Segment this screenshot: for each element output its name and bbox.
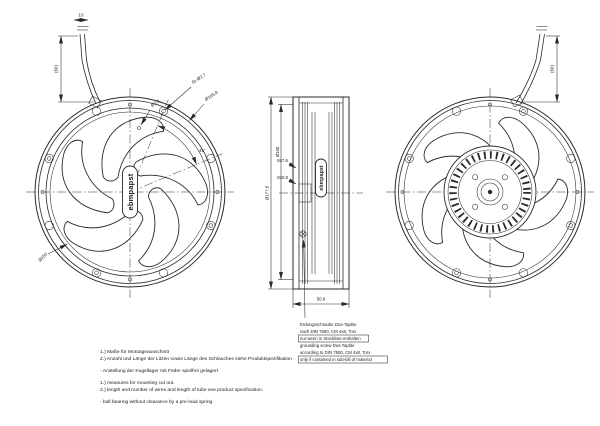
footnote-en: 1.) measures for mounting cut out.: [100, 380, 174, 386]
note-de-line: nach DIN 7500, CM 4x8, Torx: [300, 329, 357, 334]
dim-angle: 45°: [199, 148, 206, 153]
lead-wire: [84, 33, 101, 104]
cable-clamp: [510, 94, 524, 108]
fan-blade: [133, 153, 209, 206]
rear-view-dims: (60): [510, 26, 560, 108]
rear-view: (60): [386, 26, 594, 298]
dim-venturi: Ø150: [37, 251, 49, 263]
side-outline: [292, 96, 350, 290]
note-highlight-box: [298, 355, 388, 364]
footnote-de: 1.) Maße für Montageausschnitt: [100, 349, 170, 355]
lead-wire: [79, 33, 97, 105]
dim-groove-width: 8x7.6: [277, 158, 288, 163]
footnote-de: 2.) Anzahl und Länge der Litzen sowie Lä…: [100, 356, 292, 362]
note-de-line: nur wenn in Stückliste enthalten: [300, 336, 361, 341]
side-ribs: [298, 102, 340, 284]
front-hub-logo: ebmpapst: [122, 165, 138, 219]
note-de-line: Erdungsschraube Dus-Taptite: [300, 322, 357, 327]
front-housing-rings: [34, 96, 226, 288]
dim-cable-tail: 10: [79, 13, 84, 18]
ebmpapst-logo: ebmpapst: [319, 165, 325, 190]
rotor-tick-ring: [449, 151, 531, 233]
note-en-line: only if contained in sub-bill of materia…: [300, 357, 372, 362]
dim-groove-depth: 8x0.8: [277, 175, 288, 180]
ebmpapst-logo: ebmpapst: [126, 173, 135, 210]
note-en-line: according to DIN 7500, CM 4x8, Torx: [300, 350, 371, 355]
front-view: ebmpapst 10 (60) 8x Ø3.7 Ø165.8: [26, 13, 234, 298]
note-en-line: grounding screw Dus-Taptite: [300, 343, 355, 348]
cable-clamp: [88, 95, 102, 109]
dim-outer-dia: Ø177.5: [265, 185, 270, 200]
footnote-de: - Anstellung der Kugellager mit Feder sp…: [100, 368, 219, 374]
dim-inner-dia: Ø160: [275, 146, 280, 157]
lead-wire: [520, 33, 545, 105]
footnotes: 1.) Maße für Montageausschnitt 2.) Anzah…: [100, 349, 292, 405]
shaft-center: [487, 189, 493, 195]
dim-cable-length: (60): [54, 65, 59, 73]
footnote-en: - ball bearing without clearance by a pr…: [100, 399, 214, 405]
dim-cable-length: (60): [550, 65, 555, 73]
logo-badge: [315, 158, 327, 198]
dim-depth: 50.8: [317, 297, 326, 302]
side-view-dims: Ø177.5 Ø160 50.8 8x7.6 8x0.8: [265, 96, 350, 308]
lead-wire: [515, 33, 541, 104]
side-view: ebmpapst Ø177.5 Ø160 50.8 8x7.6: [265, 96, 388, 364]
shaft-section: [298, 183, 312, 203]
front-mounting-holes: [40, 102, 220, 282]
side-logo: ebmpapst: [315, 158, 327, 198]
note-highlight-box: [298, 334, 369, 343]
grounding-screw-note: Erdungsschraube Dus-Taptite nach DIN 750…: [298, 239, 388, 364]
grounding-screw: [299, 230, 307, 238]
dim-pilot-hole: Ø2.5: [150, 98, 161, 108]
logo-badge: [122, 165, 138, 219]
rear-rotor: [443, 145, 537, 239]
dim-hole-callout: 8x Ø3.7: [191, 72, 207, 85]
pilot-hole: [137, 126, 141, 130]
dim-bolt-circle: Ø165.8: [204, 89, 219, 101]
rear-mounting-holes: [400, 102, 580, 282]
footnote-en: 2.) length and number of wires and lengt…: [100, 387, 263, 393]
